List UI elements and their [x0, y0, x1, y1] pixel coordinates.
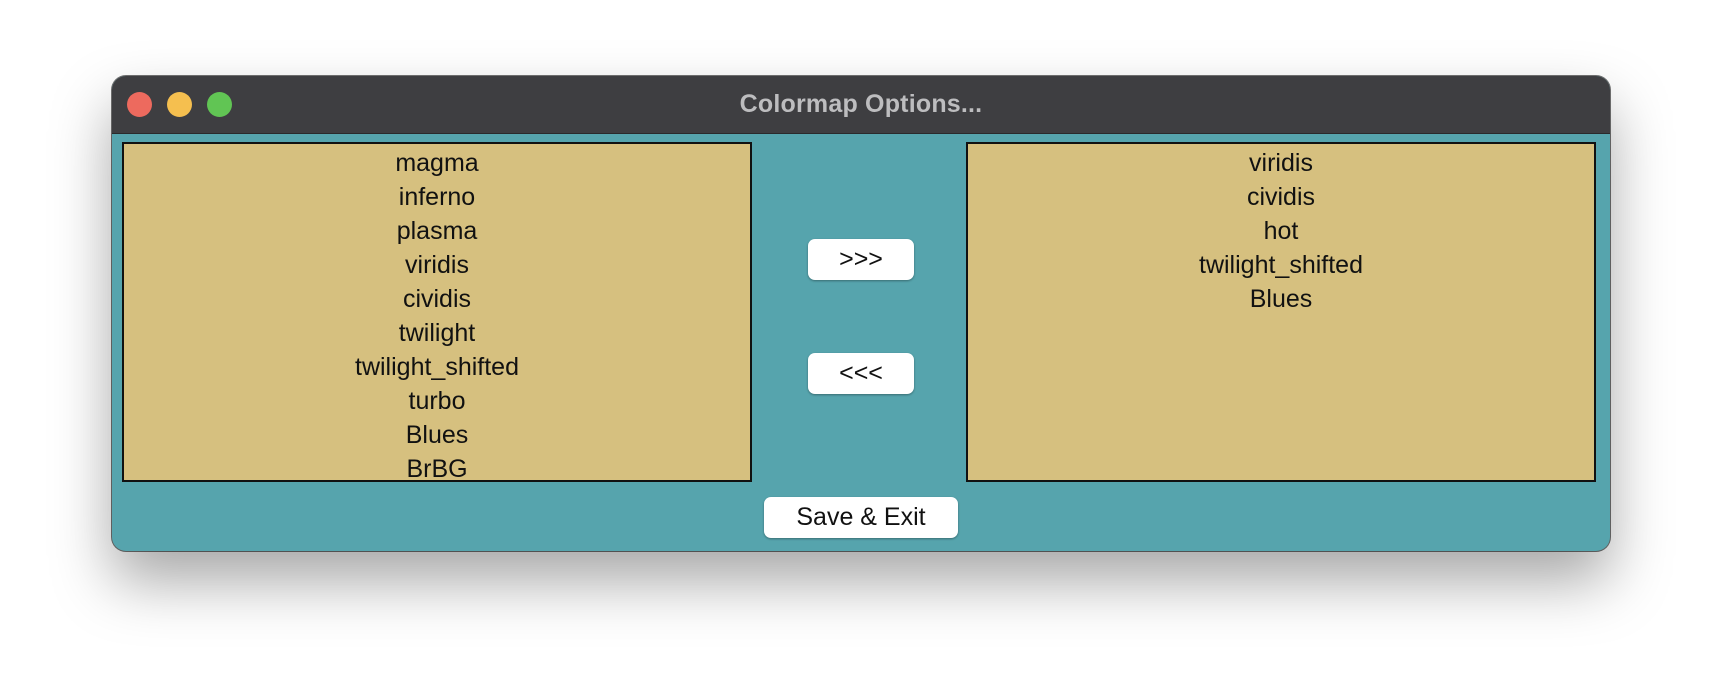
colormap-options-window: Colormap Options... magma inferno plasma… [112, 76, 1610, 551]
available-colormap-item[interactable]: viridis [405, 251, 469, 279]
selected-colormap-item[interactable]: hot [1263, 217, 1299, 245]
available-colormap-item[interactable]: Blues [405, 421, 469, 449]
selected-colormap-item[interactable]: twilight_shifted [1199, 251, 1363, 279]
available-colormap-item[interactable]: twilight [398, 319, 476, 347]
available-colormap-item[interactable]: magma [395, 149, 479, 177]
available-colormaps-list[interactable]: magma inferno plasma viridis cividis twi… [122, 142, 752, 482]
selected-colormaps-list[interactable]: viridis cividis hot twilight_shifted Blu… [966, 142, 1596, 482]
selected-colormap-item[interactable]: viridis [1249, 149, 1313, 177]
title-bar[interactable]: Colormap Options... [112, 76, 1610, 134]
available-colormap-item[interactable]: twilight_shifted [355, 353, 519, 381]
close-window-button[interactable] [127, 92, 152, 117]
window-title: Colormap Options... [739, 90, 983, 118]
available-colormap-item[interactable]: inferno [398, 183, 476, 211]
maximize-window-button[interactable] [207, 92, 232, 117]
selected-colormap-item[interactable]: Blues [1249, 285, 1313, 313]
save-and-exit-button[interactable]: Save & Exit [764, 497, 958, 538]
add-colormap-button[interactable]: >>> [808, 239, 914, 280]
available-colormap-item[interactable]: cividis [402, 285, 472, 313]
available-colormap-item[interactable]: plasma [396, 217, 478, 245]
selected-colormap-item[interactable]: cividis [1246, 183, 1316, 211]
available-colormap-item[interactable]: turbo [408, 387, 466, 415]
minimize-window-button[interactable] [167, 92, 192, 117]
available-colormap-item[interactable]: BrBG [406, 455, 468, 482]
remove-colormap-button[interactable]: <<< [808, 353, 914, 394]
